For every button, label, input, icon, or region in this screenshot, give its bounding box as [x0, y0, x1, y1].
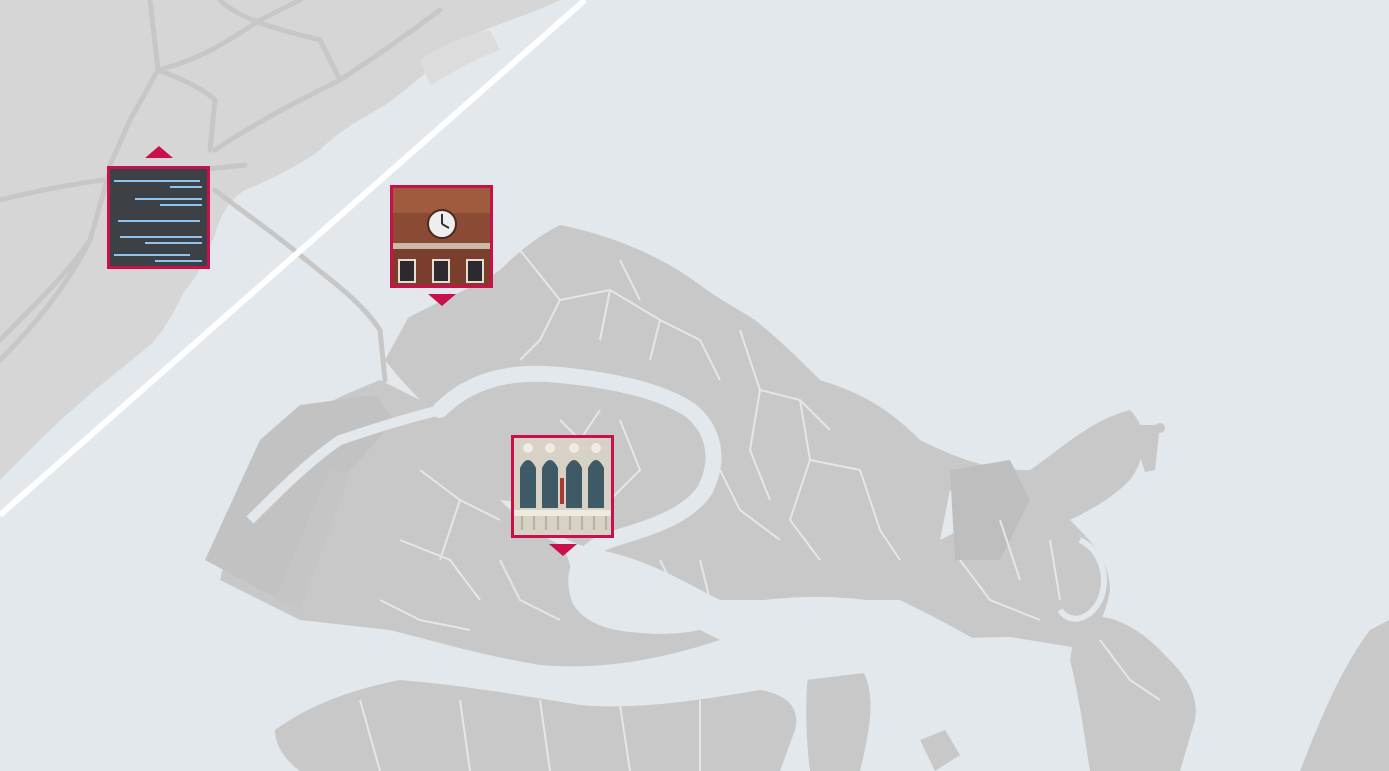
photo-marker-clock-tower[interactable] [390, 185, 494, 309]
east-canal [1057, 537, 1107, 622]
mainland [0, 0, 560, 480]
clock-tower-photo [390, 185, 493, 288]
photo-marker-departure-board[interactable] [107, 146, 211, 270]
gothic-palazzo-photo [511, 435, 614, 538]
grand-canal [432, 365, 888, 633]
marker-pointer-up-icon [145, 146, 173, 158]
departure-board-photo [107, 166, 210, 269]
giudecca-canal [299, 636, 1073, 699]
marker-pointer-down-icon [549, 544, 577, 556]
liberty-bridge [0, 0, 587, 518]
venice-streets [359, 249, 1161, 771]
marker-pointer-down-icon [428, 294, 456, 306]
photo-marker-gothic-palazzo[interactable] [511, 435, 615, 559]
harbour-channel [246, 405, 442, 524]
